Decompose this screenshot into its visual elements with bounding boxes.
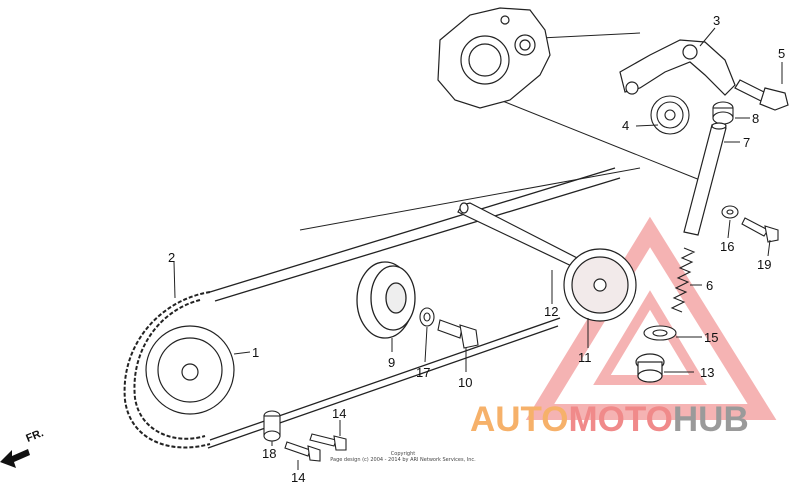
copyright-line-2: Page design (c) 2004 - 2014 by ARI Netwo…	[330, 457, 476, 463]
spacer-18	[263, 410, 281, 442]
washer-16	[721, 205, 739, 219]
callout-8: 8	[752, 111, 759, 126]
callout-14-upper: 14	[332, 406, 346, 421]
callout-5: 5	[778, 46, 785, 61]
copyright-line-1: Copyright	[390, 451, 416, 457]
washer-15	[643, 325, 677, 341]
callout-16: 16	[720, 239, 734, 254]
callout-17: 17	[416, 365, 430, 380]
watermark-logo: AUTOMOTOHUB	[470, 400, 749, 440]
callout-19: 19	[757, 257, 771, 272]
callout-1: 1	[252, 345, 259, 360]
callout-10: 10	[458, 375, 472, 390]
watermark-moto: MOTO	[568, 400, 673, 439]
plug-bolt-13	[635, 353, 665, 383]
callout-9: 9	[388, 355, 395, 370]
roller-9	[356, 261, 416, 339]
idler-sprocket-4	[650, 95, 690, 135]
callout-15: 15	[704, 330, 718, 345]
callout-4: 4	[622, 118, 629, 133]
callout-18: 18	[262, 446, 276, 461]
axle-12	[457, 202, 586, 271]
chain-2	[123, 291, 211, 449]
sprocket-1	[145, 325, 235, 415]
callout-numbers: 1 2 3 4 5 6 7 8 9 10 11 12 13 14 14 15 1…	[168, 13, 785, 485]
callout-14-lower: 14	[291, 470, 305, 485]
leader-lines	[173, 27, 783, 470]
bolt-5	[734, 79, 789, 111]
copyright-notice: Copyright Page design (c) 2004 - 2014 by…	[318, 451, 488, 463]
callout-2: 2	[168, 250, 175, 265]
callout-11: 11	[578, 350, 592, 365]
watermark-hub: HUB	[672, 400, 749, 439]
pushrod-7	[683, 122, 727, 236]
callout-13: 13	[700, 365, 714, 380]
bolt-14-upper	[309, 433, 347, 451]
callout-12: 12	[544, 304, 558, 319]
bolt-10	[437, 319, 479, 349]
callout-7: 7	[743, 135, 750, 150]
bolt-19	[741, 217, 779, 243]
spring-6	[670, 247, 696, 313]
callout-6: 6	[706, 278, 713, 293]
drive-sprocket-11	[563, 248, 637, 322]
tensioner-arm	[619, 39, 736, 96]
washer-17	[419, 307, 435, 327]
collar-8	[712, 101, 734, 125]
watermark-auto: AUTO	[470, 400, 569, 439]
front-arrow-icon	[0, 449, 30, 468]
bolt-14-lower	[284, 441, 321, 462]
crankcase-housing	[437, 7, 551, 109]
callout-3: 3	[713, 13, 720, 28]
